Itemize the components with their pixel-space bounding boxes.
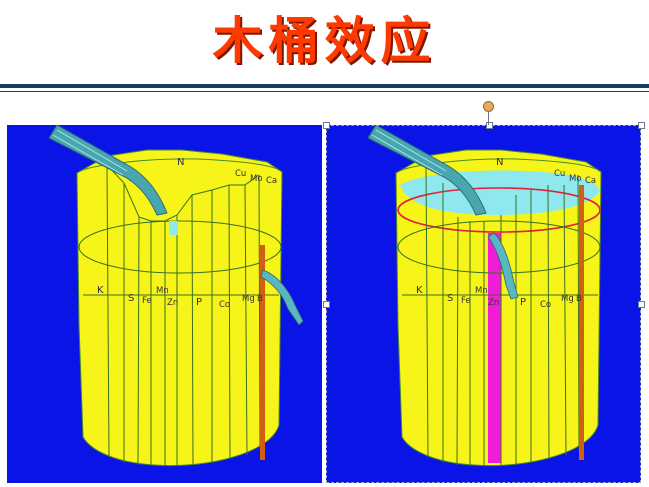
b-stave-strip: [260, 245, 265, 460]
slide-title: 木桶效应: [212, 11, 437, 70]
label-fe: Fe: [142, 296, 152, 306]
hoop-upper: [397, 220, 601, 274]
label-n: N: [177, 157, 184, 168]
inlet-hose: [367, 125, 487, 216]
resize-handle-right[interactable]: [638, 301, 645, 308]
label-b: B: [257, 294, 263, 304]
barrel-illustration-left: N Cu Mo Ca K S Fe Mn Zn P Co Mg B: [48, 125, 304, 467]
hoop-upper: [78, 220, 282, 274]
label-mo: Mo: [569, 174, 582, 184]
label-zn: Zn: [488, 298, 499, 308]
label-s: S: [447, 293, 453, 304]
title-rule-thin: [0, 91, 649, 92]
label-mg: Mg: [561, 294, 574, 304]
stave-tops: [106, 164, 260, 222]
waterline: [397, 187, 601, 233]
label-ca: Ca: [585, 176, 596, 186]
label-k: K: [97, 285, 104, 296]
resize-handle-top[interactable]: [486, 122, 493, 129]
barrel-image-right: N Cu Mo Ca K S Fe Mn Zn P Co Mg B: [326, 125, 641, 483]
stave-lines: [425, 164, 580, 466]
label-mg: Mg: [242, 294, 255, 304]
water-surface: [400, 170, 600, 215]
label-zn: Zn: [167, 298, 178, 308]
stave-lines: [106, 164, 261, 466]
water-spot: [169, 221, 178, 235]
label-co: Co: [540, 300, 551, 310]
label-cu: Cu: [554, 169, 565, 179]
barrel-rim: [395, 158, 602, 174]
label-n: N: [496, 157, 503, 168]
barrel-illustration-right: N Cu Mo Ca K S Fe Mn Zn P Co Mg B: [367, 125, 602, 467]
title-rule-thick: [0, 84, 649, 88]
overflow-stream: [487, 232, 519, 300]
barrel-rim: [76, 158, 283, 174]
label-mn: Mn: [475, 286, 488, 296]
label-p: P: [196, 297, 202, 308]
resize-handle-top-right[interactable]: [638, 122, 645, 129]
label-cu: Cu: [235, 169, 246, 179]
label-mo: Mo: [250, 174, 263, 184]
label-co: Co: [219, 300, 230, 310]
inlet-hose-texture: [371, 129, 447, 176]
label-b: B: [576, 294, 582, 304]
inlet-hose: [48, 125, 168, 216]
label-mn: Mn: [156, 286, 169, 296]
label-p: P: [520, 297, 526, 308]
label-k: K: [416, 285, 423, 296]
barrel-image-left: N Cu Mo Ca K S Fe Mn Zn P Co Mg B: [7, 125, 322, 483]
resize-handle-left[interactable]: [323, 301, 330, 308]
inlet-hose-texture: [52, 129, 128, 176]
label-fe: Fe: [461, 296, 471, 306]
rotate-handle-stem: [488, 110, 489, 125]
b-stave-strip: [579, 185, 584, 460]
resize-handle-top-left[interactable]: [323, 122, 330, 129]
short-stave: [488, 233, 501, 463]
label-s: S: [128, 293, 134, 304]
rotate-handle[interactable]: [483, 101, 494, 112]
leak-stream: [260, 269, 304, 326]
label-ca: Ca: [266, 176, 277, 186]
